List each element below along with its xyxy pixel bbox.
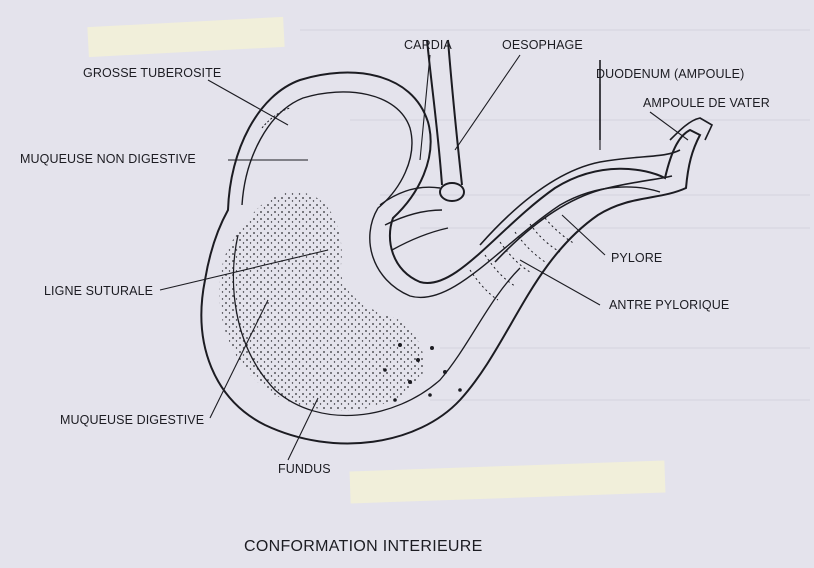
cardia-folds bbox=[379, 186, 449, 251]
antre-rugae bbox=[469, 217, 576, 301]
stomach-inner-wall bbox=[241, 91, 661, 299]
tape-strip-bottom bbox=[349, 460, 666, 504]
leader-fundus bbox=[287, 397, 319, 461]
label-antre-pylorique: ANTRE PYLORIQUE bbox=[609, 298, 730, 312]
tuberosite-rugae bbox=[261, 107, 291, 129]
oesophagus bbox=[426, 39, 465, 202]
leader-muqueuse-digestive bbox=[209, 299, 269, 419]
leader-oesophage bbox=[454, 54, 521, 151]
label-muqueuse-digestive: MUQUEUSE DIGESTIVE bbox=[60, 413, 205, 427]
label-grosse-tuberosite: GROSSE TUBEROSITE bbox=[83, 66, 222, 80]
leader-lines bbox=[159, 54, 689, 461]
label-duodenum: DUODENUM (AMPOULE) bbox=[596, 67, 745, 81]
stomach-inner-lower bbox=[232, 234, 521, 417]
fundus-dots bbox=[383, 343, 462, 402]
tape-strip-top bbox=[87, 16, 285, 58]
label-oesophage: OESOPHAGE bbox=[502, 38, 583, 52]
leader-antre-pylorique bbox=[519, 259, 601, 306]
digestive-mucosa-region bbox=[219, 192, 424, 411]
leader-ampoule-vater bbox=[649, 111, 689, 141]
leader-grosse-tuberosite bbox=[207, 79, 289, 126]
label-muqueuse-non-digestive: MUQUEUSE NON DIGESTIVE bbox=[20, 152, 196, 166]
leader-cardia bbox=[419, 54, 431, 161]
label-ligne-suturale: LIGNE SUTURALE bbox=[44, 284, 154, 298]
label-fundus: FUNDUS bbox=[278, 462, 331, 476]
leader-ligne-suturale bbox=[159, 249, 329, 291]
duodenum-channel bbox=[479, 60, 714, 263]
label-ampoule-vater: AMPOULE DE VATER bbox=[643, 96, 770, 110]
label-pylore: PYLORE bbox=[611, 251, 663, 265]
leader-pylore bbox=[561, 214, 606, 256]
diagram-caption: CONFORMATION INTERIEURE bbox=[244, 538, 483, 555]
label-cardia: CARDIA bbox=[404, 38, 452, 52]
stomach-outer-wall bbox=[200, 71, 702, 445]
